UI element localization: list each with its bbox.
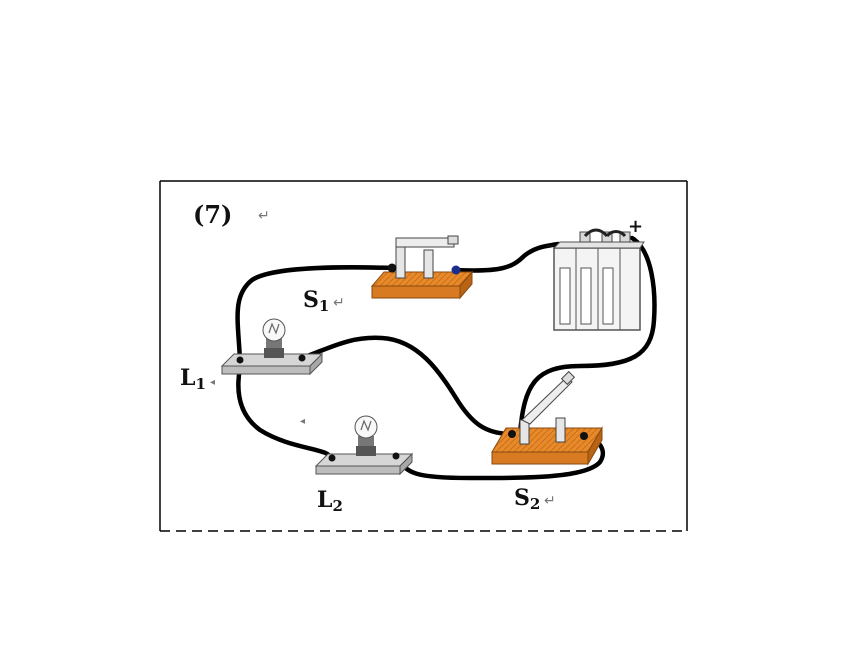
switch-s1-label: S1 xyxy=(303,287,329,315)
battery-cell-1 xyxy=(559,267,571,325)
battery-negative-sign: − xyxy=(545,238,557,254)
lamp-l2-terminal-right xyxy=(392,452,400,460)
battery-positive-sign: + xyxy=(628,216,643,237)
battery-cell-2 xyxy=(580,267,592,325)
switch-s2-label: S2 xyxy=(514,485,540,513)
switch-s1-terminal-left xyxy=(387,263,397,273)
return-mark: ↵ xyxy=(544,493,556,509)
switch-s1-terminal-right xyxy=(451,265,461,275)
wire-l1-to-s2 xyxy=(299,335,515,437)
wire-l2-to-s2 xyxy=(395,433,606,481)
switch-s2 xyxy=(491,370,603,466)
switch-s1-post-right xyxy=(423,249,434,279)
switch-s2-base-top xyxy=(491,427,603,453)
battery: + − xyxy=(545,216,645,331)
battery-cell-3 xyxy=(602,267,614,325)
lamp-l2-terminal-left xyxy=(328,454,336,462)
return-mark: ↵ xyxy=(258,208,270,224)
lamp-l1-bulb xyxy=(262,318,286,342)
switch-s2-base-front xyxy=(491,451,589,465)
wire-s1-to-battery xyxy=(453,241,561,273)
lamp-l2-base-front xyxy=(315,465,401,475)
lamp-l2-label: L2 xyxy=(317,487,343,515)
switch-s2-terminal-right xyxy=(580,432,588,440)
wire-battery-to-s2 xyxy=(517,235,657,437)
diagram-frame xyxy=(159,180,688,532)
switch-s1-base-front xyxy=(371,285,461,299)
lamp-l1-terminal-left xyxy=(236,356,244,364)
switch-s2-post-left xyxy=(519,419,530,445)
switch-s2-blade-open xyxy=(521,377,573,425)
lamp-l1 xyxy=(220,318,324,376)
lamp-l1-label: L1 xyxy=(180,365,206,393)
lamp-l1-base-front xyxy=(221,365,311,375)
switch-s2-terminal-left xyxy=(508,430,516,438)
wire-l1-to-l2 xyxy=(236,365,333,461)
wire-s1-to-l1 xyxy=(235,265,395,363)
switch-s2-post-right xyxy=(555,417,566,443)
switch-s1-blade xyxy=(395,237,455,248)
small-mark: ◂ xyxy=(210,377,215,388)
lamp-l1-terminal-right xyxy=(298,354,306,362)
figure-number-label: (7) xyxy=(193,200,232,229)
lamp-l2-bulb xyxy=(354,415,378,439)
lamp-l2 xyxy=(314,415,414,476)
wires xyxy=(235,235,657,481)
switch-s1 xyxy=(370,235,474,300)
return-mark: ↵ xyxy=(333,295,345,311)
small-mark: ◂ xyxy=(300,416,305,427)
switch-s1-post-left xyxy=(395,243,406,279)
